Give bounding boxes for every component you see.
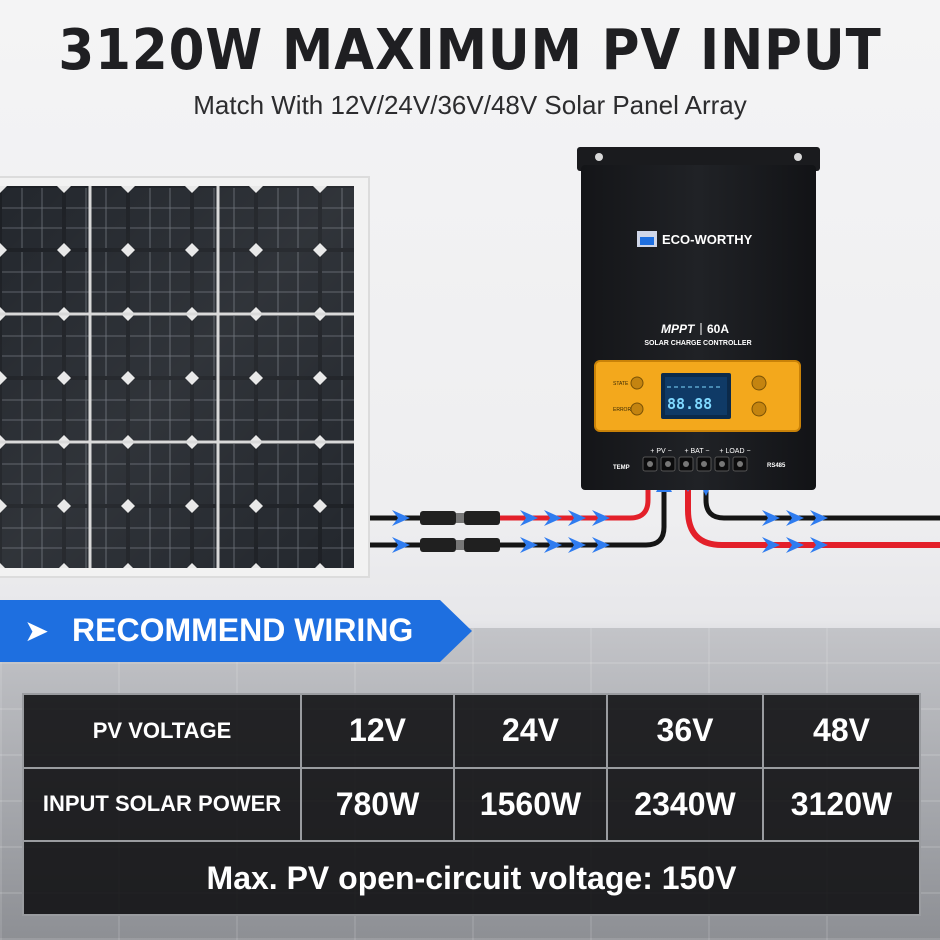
- voltage-cell: 36V: [606, 693, 764, 769]
- solar-panel-cells: [0, 186, 354, 568]
- load-terminal-label: + LOAD −: [719, 448, 750, 455]
- page-subtitle: Match With 12V/24V/36V/48V Solar Panel A…: [193, 90, 747, 120]
- chevron-right-icon: ➤: [24, 615, 50, 648]
- up-button-icon: [751, 375, 767, 391]
- voltage-cell: 24V: [453, 693, 608, 769]
- bat-terminal-label: + BAT −: [684, 448, 709, 455]
- wiring-diagram: [370, 470, 940, 553]
- product-type-label: SOLAR CHARGE CONTROLLER: [644, 340, 751, 347]
- temp-port-label: TEMP: [613, 465, 630, 471]
- state-led-icon: [630, 376, 644, 390]
- error-led-icon: [630, 402, 644, 416]
- mc4-connector-top: [420, 511, 500, 525]
- solar-cell-grid: [0, 186, 354, 568]
- power-cell: 3120W: [762, 766, 921, 843]
- charge-controller-body: ECO-WORTHY MPPT 60A SOLAR CHARGE CONTROL…: [577, 147, 820, 490]
- voltage-cell: 48V: [762, 693, 921, 769]
- spec-table: PV VOLTAGE 12V 24V 36V 48V INPUT SOLAR P…: [22, 693, 921, 916]
- state-label: STATE: [613, 381, 629, 387]
- pv-terminal-label: + PV −: [650, 448, 671, 455]
- table-row-pv-voltage: PV VOLTAGE 12V 24V 36V 48V: [22, 693, 921, 769]
- error-label: ERROR: [613, 407, 631, 413]
- table-row-input-power: INPUT SOLAR POWER 780W 1560W 2340W 3120W: [22, 766, 921, 843]
- page-title: 3120W MAXIMUM PV INPUT: [58, 18, 882, 83]
- model-label: MPPT: [661, 322, 696, 336]
- table-row-footer: Max. PV open-circuit voltage: 150V: [22, 840, 921, 916]
- lcd-reading: 88.88: [667, 395, 712, 413]
- power-cell: 2340W: [606, 766, 764, 843]
- banner-title: RECOMMEND WIRING: [72, 612, 414, 648]
- voltage-cell: 12V: [300, 693, 455, 769]
- row-label-input-power: INPUT SOLAR POWER: [22, 766, 302, 843]
- power-cell: 780W: [300, 766, 455, 843]
- rs485-port-label: RS485: [767, 463, 786, 469]
- brand-name: ECO-WORTHY: [662, 232, 753, 247]
- power-cell: 1560W: [453, 766, 608, 843]
- charge-controller-image: ECO-WORTHY MPPT 60A SOLAR CHARGE CONTROL…: [577, 147, 820, 492]
- solar-panel-image: [0, 176, 370, 578]
- max-voltage-note: Max. PV open-circuit voltage: 150V: [22, 840, 921, 916]
- row-label-pv-voltage: PV VOLTAGE: [22, 693, 302, 769]
- recommend-wiring-banner: ➤ RECOMMEND WIRING: [0, 600, 472, 662]
- current-rating: 60A: [707, 322, 729, 336]
- enter-button-icon: [751, 401, 767, 417]
- mc4-connector-bottom: [420, 538, 500, 552]
